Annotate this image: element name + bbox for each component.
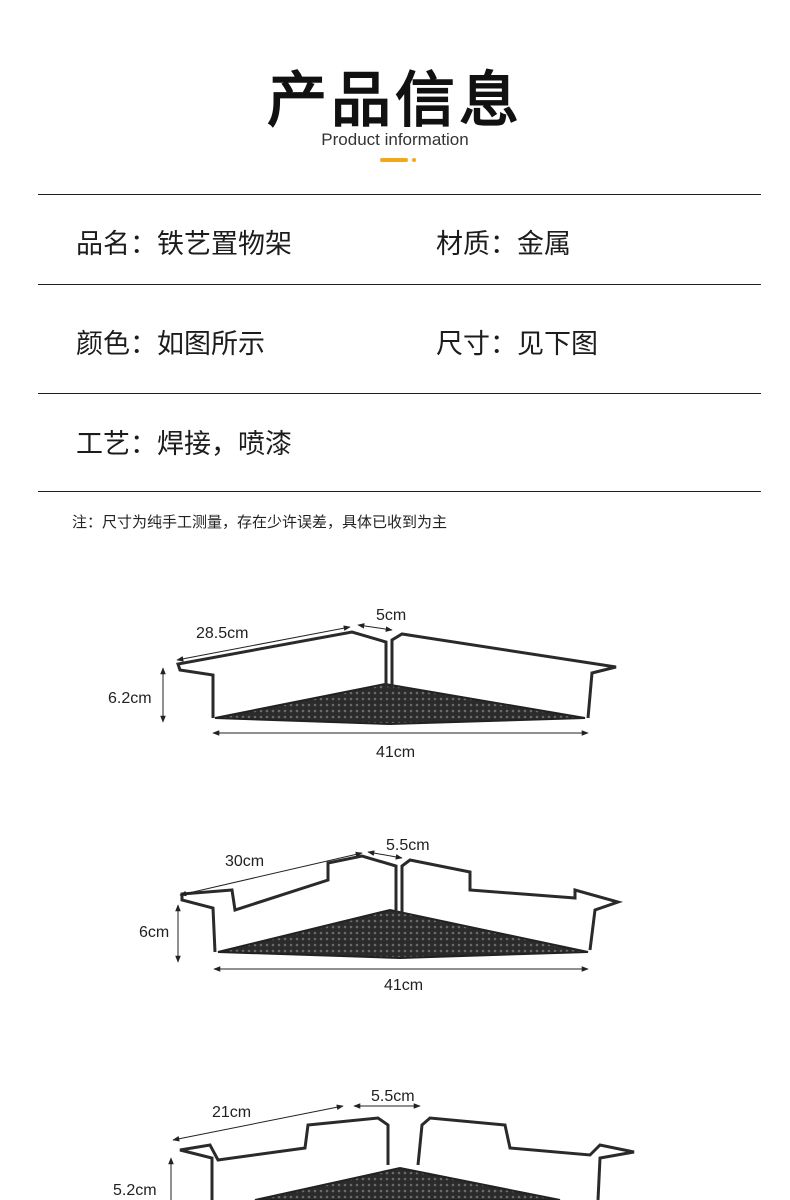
dim-width-label: 41cm (376, 744, 415, 761)
left-rail (176, 630, 388, 718)
page-title: 产品信息 (267, 66, 523, 136)
spec-color: 颜色：如图所示 (76, 329, 265, 360)
right-rail (400, 858, 624, 951)
divider (38, 491, 761, 492)
title-accent-dot (412, 158, 416, 162)
dim-side-label: 28.5cm (196, 625, 248, 642)
divider (38, 393, 761, 394)
dim-gap-line (367, 850, 403, 860)
mesh-shelf-base (214, 682, 586, 726)
page-subtitle: Product information (321, 130, 469, 149)
dim-gap-label: 5.5cm (371, 1088, 415, 1105)
spec-name: 品名：铁艺置物架 (76, 229, 292, 260)
left-rail (179, 1116, 390, 1200)
dim-width-label: 41cm (384, 977, 423, 994)
dim-height-label: 6cm (139, 924, 169, 941)
dim-height-label: 6.2cm (108, 690, 152, 707)
spec-craft: 工艺：焊接，喷漆 (76, 429, 292, 460)
title-accent-bar (380, 158, 408, 162)
spec-size: 尺寸：见下图 (436, 329, 598, 360)
divider (38, 194, 761, 195)
dim-gap-label: 5.5cm (386, 837, 430, 854)
dim-side-line (179, 851, 363, 897)
dim-gap-line (357, 623, 393, 632)
dim-side-line (172, 1104, 344, 1142)
measurement-note: 注：尺寸为纯手工测量，存在少许误差，具体已收到为主 (72, 513, 448, 531)
dim-side-label: 21cm (212, 1104, 251, 1121)
right-rail (416, 1116, 635, 1200)
mesh-shelf-base (254, 1166, 561, 1200)
dim-side-line (176, 625, 351, 662)
dim-side-label: 30cm (225, 853, 264, 870)
mesh-shelf-base (217, 908, 589, 960)
dim-height-label: 5.2cm (113, 1182, 157, 1199)
spec-material: 材质：金属 (436, 229, 571, 260)
dim-gap-label: 5cm (376, 607, 406, 624)
right-rail (390, 632, 617, 719)
divider (38, 284, 761, 285)
